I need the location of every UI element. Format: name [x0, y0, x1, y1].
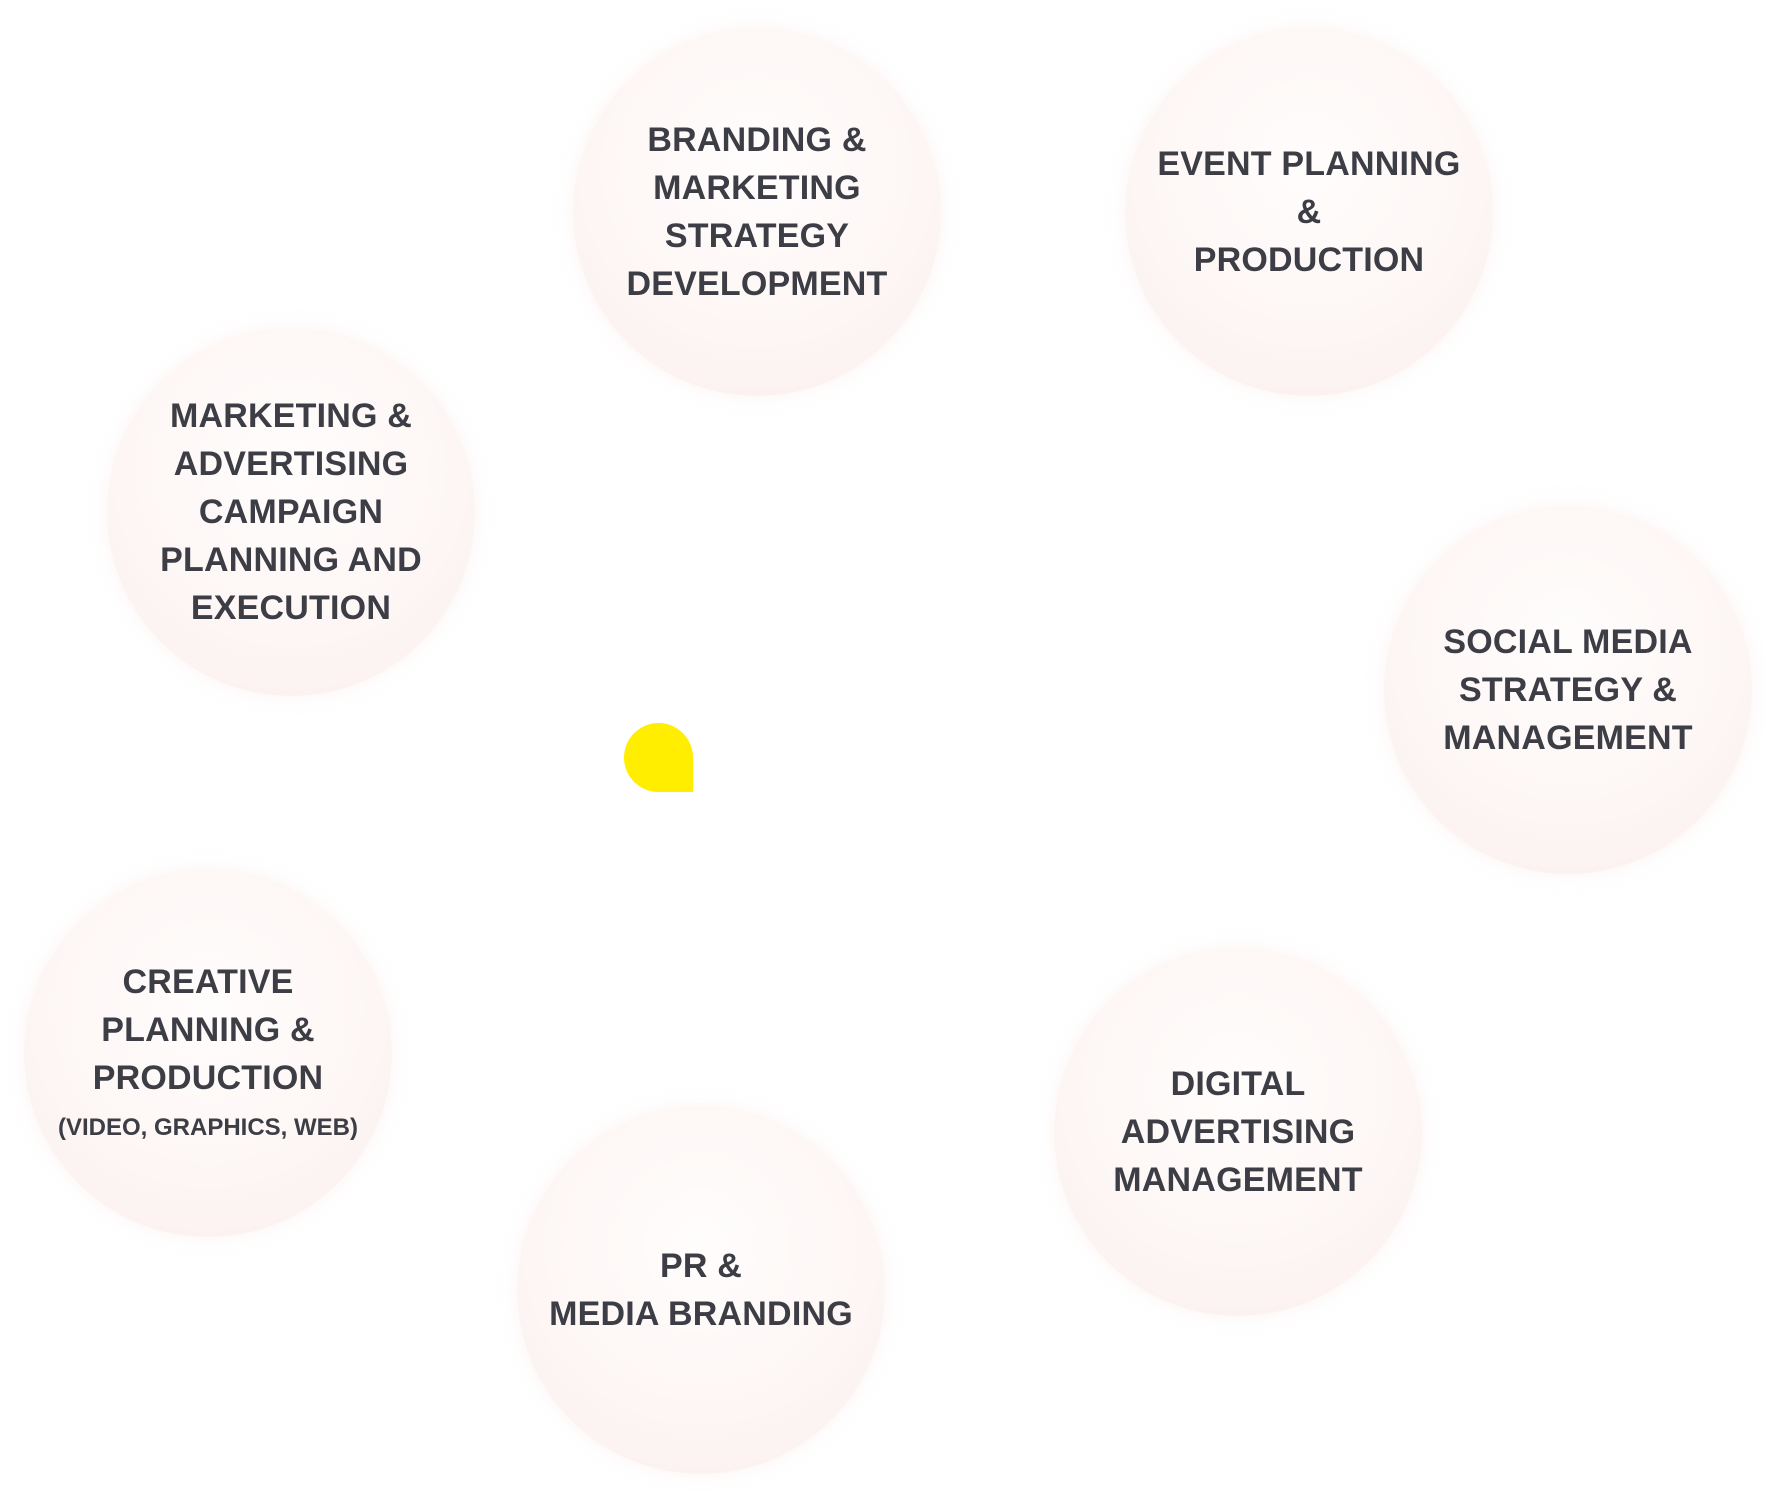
service-label: DIGITAL ADVERTISING MANAGEMENT [1113, 1065, 1363, 1199]
service-sublabel: (VIDEO, GRAPHICS, WEB) [57, 1114, 358, 1141]
service-event-planning: EVENT PLANNING & PRODUCTION [1125, 28, 1493, 396]
service-creative-planning: CREATIVE PLANNING & PRODUCTION (VIDEO, G… [24, 869, 392, 1237]
service-label: PR & MEDIA BRANDING [549, 1247, 853, 1333]
service-label: EVENT PLANNING & PRODUCTION [1157, 145, 1461, 279]
service-pr-media-branding: PR & MEDIA BRANDING [517, 1106, 885, 1474]
service-label: SOCIAL MEDIA STRATEGY & MANAGEMENT [1443, 623, 1693, 757]
service-label: BRANDING & MARKETING STRATEGY DEVELOPMEN… [626, 121, 888, 303]
service-social-media: SOCIAL MEDIA STRATEGY & MANAGEMENT [1384, 506, 1752, 874]
service-label: MARKETING & ADVERTISING CAMPAIGN PLANNIN… [160, 397, 422, 627]
service-label: CREATIVE PLANNING & PRODUCTION [92, 963, 324, 1097]
service-digital-advertising: DIGITAL ADVERTISING MANAGEMENT [1054, 948, 1422, 1316]
service-branding-marketing-strategy: BRANDING & MARKETING STRATEGY DEVELOPMEN… [573, 28, 941, 396]
service-marketing-advertising-campaign: MARKETING & ADVERTISING CAMPAIGN PLANNIN… [107, 328, 475, 696]
speech-bubble-icon [624, 723, 693, 792]
